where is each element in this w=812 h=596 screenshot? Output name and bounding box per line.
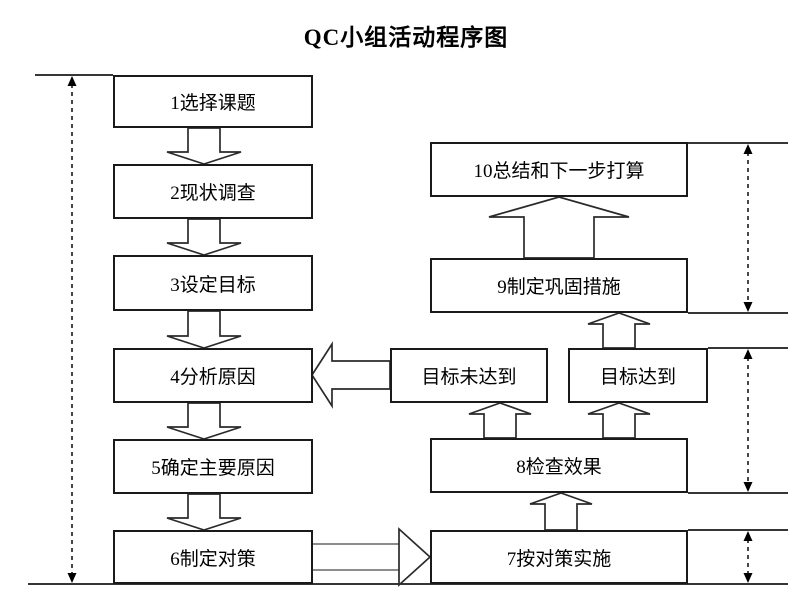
arrowhead-up-icon xyxy=(743,531,753,541)
arrowhead-down-icon xyxy=(743,573,753,583)
right-span-arrow-step-8-check xyxy=(743,349,753,492)
arrow-step1-to-step2 xyxy=(166,127,242,165)
arrow-step6-to-step7 xyxy=(313,527,432,587)
diagram-title: QC小组活动程序图 xyxy=(303,25,509,50)
step-2-status-survey-box: 2现状调查 xyxy=(113,164,313,219)
goal-met-box: 目标达到 xyxy=(568,348,708,403)
step-7-implement-box: 7按对策实施 xyxy=(430,530,688,584)
arrow-step8-to-goal-not-met xyxy=(468,402,532,439)
right-span-arrow-step-7 xyxy=(743,531,753,583)
arrowhead-down-icon xyxy=(743,482,753,492)
arrow-step4-to-step5 xyxy=(166,402,242,440)
right-span-arrow-steps-9-10 xyxy=(743,144,753,312)
arrowhead-down-icon xyxy=(743,302,753,312)
arrow-step2-to-step3 xyxy=(166,218,242,256)
step-1-select-topic-box: 1选择课题 xyxy=(113,75,313,128)
step-9-consolidation-box: 9制定巩固措施 xyxy=(430,258,688,313)
arrowhead-down-icon xyxy=(67,573,77,583)
goal-not-met-box: 目标未达到 xyxy=(390,348,548,403)
step-8-check-effect-box: 8检查效果 xyxy=(430,438,688,493)
arrow-step9-to-step10 xyxy=(488,196,630,259)
arrow-step8-to-goal-met xyxy=(587,402,651,439)
arrow-goal-met-to-step9 xyxy=(587,312,651,349)
step-4-analyze-causes-box: 4分析原因 xyxy=(113,348,313,403)
arrow-step3-to-step4 xyxy=(166,310,242,349)
step-5-main-causes-box: 5确定主要原因 xyxy=(113,439,313,494)
arrow-step5-to-step6 xyxy=(166,493,242,531)
left-phase-span-arrow xyxy=(67,76,77,583)
arrow-step7-to-step8 xyxy=(529,492,593,531)
arrow-goal-not-met-to-step4 xyxy=(310,341,391,409)
arrowhead-up-icon xyxy=(743,349,753,359)
step-10-summary-box: 10总结和下一步打算 xyxy=(430,142,688,197)
step-3-set-goal-box: 3设定目标 xyxy=(113,255,313,311)
step-6-countermeasures-box: 6制定对策 xyxy=(113,530,313,584)
arrowhead-up-icon xyxy=(67,76,77,86)
arrowhead-up-icon xyxy=(743,144,753,154)
